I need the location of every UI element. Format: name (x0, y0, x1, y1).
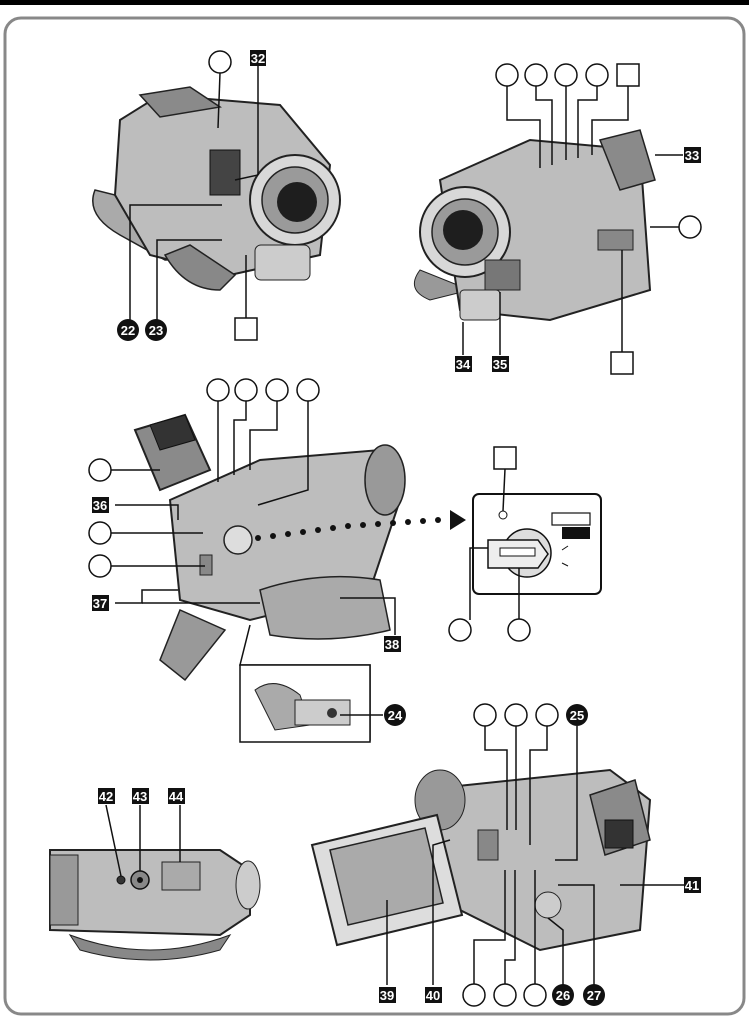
label-22: 22 (121, 323, 135, 338)
label-27: 27 (587, 988, 601, 1003)
camcorder-bottom-view (50, 805, 260, 960)
label-39: 39 (380, 988, 394, 1003)
label-33: 33 (685, 148, 699, 163)
label-41: 41 (685, 878, 699, 893)
power-switch-detail (449, 447, 601, 641)
label-44: 44 (169, 789, 184, 804)
label-35: 35 (493, 357, 507, 372)
label-40: 40 (426, 988, 440, 1003)
label-32: 32 (251, 51, 265, 66)
label-34: 34 (456, 357, 471, 372)
label-23: 23 (149, 323, 163, 338)
top-bar (0, 0, 749, 5)
label-38: 38 (385, 637, 399, 652)
label-24: 24 (388, 708, 403, 723)
camcorder-lcd-open-view (312, 704, 684, 1006)
label-37: 37 (93, 596, 107, 611)
label-26: 26 (556, 988, 570, 1003)
label-25: 25 (570, 708, 584, 723)
label-36: 36 (93, 498, 107, 513)
camcorder-front-left-view (93, 51, 340, 340)
label-42: 42 (99, 789, 113, 804)
label-43: 43 (133, 789, 147, 804)
camcorder-front-right-view (414, 64, 701, 374)
camcorder-rear-left-view (89, 379, 405, 742)
